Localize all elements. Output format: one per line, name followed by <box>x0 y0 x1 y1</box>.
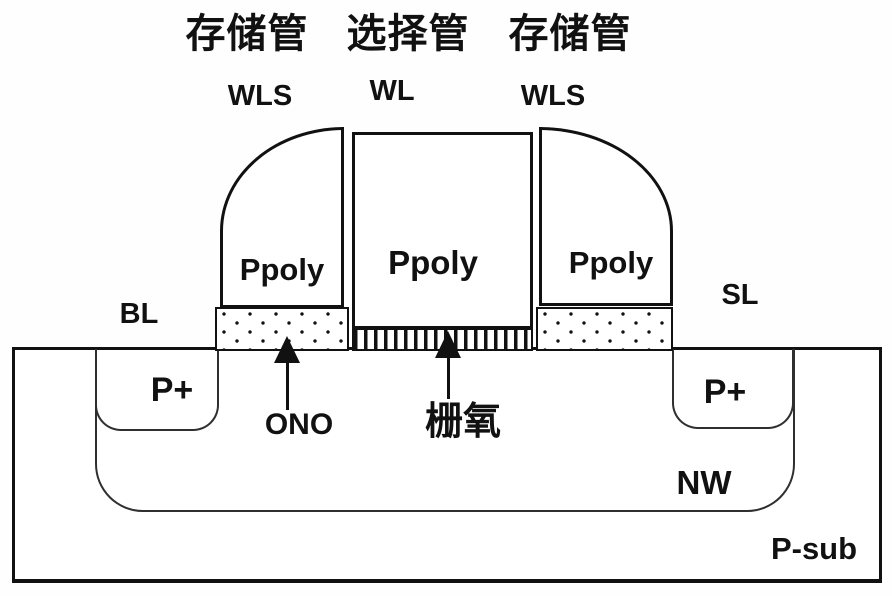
psub-label: P-sub <box>770 531 858 566</box>
memory-transistor-title-left: 存储管 <box>185 12 309 56</box>
wls-label-right: WLS <box>520 80 586 112</box>
nwell-label: NW <box>676 464 732 501</box>
ono-annotation-label: ONO <box>264 408 334 441</box>
ono-layer-right <box>536 307 673 351</box>
memory-transistor-title-right: 存储管 <box>508 12 632 56</box>
wls-label-left: WLS <box>227 80 293 112</box>
ppoly-label-left: Ppoly <box>239 252 325 287</box>
nwell-region <box>95 349 795 512</box>
gate-oxide-arrow-head-icon <box>435 331 461 358</box>
bitline-label: BL <box>119 298 159 330</box>
ppoly-gate-center <box>352 132 533 329</box>
wl-label: WL <box>369 75 415 107</box>
sourceline-label: SL <box>721 279 759 311</box>
gate-oxide-annotation-label: 栅氧 <box>424 401 502 443</box>
gate-oxide-arrow-shaft <box>447 355 450 399</box>
ppoly-label-center: Ppoly <box>388 244 478 281</box>
ono-arrow-head-icon <box>274 336 300 363</box>
pplus-label-left: P+ <box>150 371 194 409</box>
ono-layer-left <box>215 307 349 351</box>
select-transistor-title: 选择管 <box>346 12 470 56</box>
ppoly-label-right: Ppoly <box>568 245 654 280</box>
pplus-label-right: P+ <box>703 373 747 411</box>
ono-arrow-shaft <box>286 360 289 410</box>
pplus-region-left <box>95 349 219 431</box>
pplus-region-right <box>672 349 794 429</box>
